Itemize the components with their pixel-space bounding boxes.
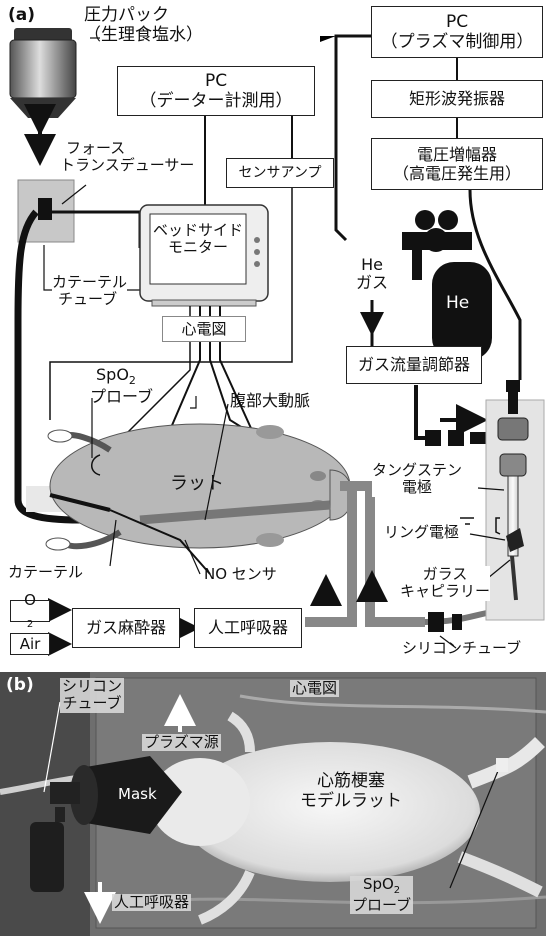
mask-label: Mask — [118, 785, 157, 803]
pressure-pack-label: 圧力パック（生理食塩水） — [84, 5, 203, 45]
tungsten-electrode-label: タングステン電極 — [372, 461, 463, 497]
sensor-amp-box: センサアンプ — [226, 158, 334, 188]
force-transducer-label: フォーストランスデューサー — [60, 139, 195, 175]
panel-b-label: (b) — [6, 675, 34, 695]
pc-measure-box: PC（データー計測用） — [117, 66, 315, 116]
photo-panel: (b) シリコンチューブ プラズマ源 心電図 Mask 心筋梗塞モデルラット 人… — [0, 672, 546, 936]
pressure-pack-icon — [9, 28, 77, 118]
rat-model-label: 心筋梗塞モデルラット — [300, 771, 402, 811]
voltage-amp-box: 電圧増幅器（高電圧発生用） — [371, 138, 543, 190]
glass-capillary-label: ガラスキャピラリー — [400, 565, 491, 601]
spo2-probe-photo-label: SpO2 プローブ — [350, 875, 414, 914]
ecg-label-box: 心電図 — [162, 316, 246, 342]
plasma-source-label: プラズマ源 — [142, 733, 221, 752]
ring-electrode-label: リング電極 — [384, 523, 460, 542]
silicon-tube-label: シリコンチューブ — [402, 639, 522, 657]
he-tank-label: He — [446, 293, 470, 313]
no-sensor-label: NO センサ — [204, 565, 277, 583]
air-box: Air — [10, 633, 50, 655]
catheter-tube-label: カテーテルチューブ — [52, 273, 128, 309]
monitor-label: ベッドサイドモニター — [152, 221, 243, 257]
mask-icon — [70, 756, 182, 834]
silicon-tube-photo-label: シリコンチューブ — [60, 677, 125, 713]
square-wave-box: 矩形波発振器 — [371, 80, 543, 118]
panel-a-label: (a) — [8, 5, 36, 25]
bedside-monitor-icon — [139, 204, 269, 307]
pc-plasma-box: PC（プラズマ制御用） — [371, 6, 543, 58]
he-tank-icon — [402, 210, 492, 360]
setup-diagram — [9, 28, 545, 656]
gas-flow-box: ガス流量調節器 — [346, 346, 482, 384]
ecg-photo-label: 心電図 — [290, 679, 340, 698]
rat-label: ラット — [170, 473, 224, 494]
rat-photo-icon — [150, 711, 545, 925]
catheter-label: カテーテル — [8, 563, 84, 581]
photo-illustration — [0, 672, 546, 936]
aorta-label: 腹部大動脈 — [230, 391, 311, 410]
ventilator-photo-label: 人工呼吸器 — [112, 893, 192, 912]
ventilator-box: 人工呼吸器 — [194, 608, 302, 648]
gas-anesthesia-box: ガス麻酔器 — [72, 608, 180, 648]
spo2-probe-label: SpO2 プローブ — [90, 365, 154, 406]
